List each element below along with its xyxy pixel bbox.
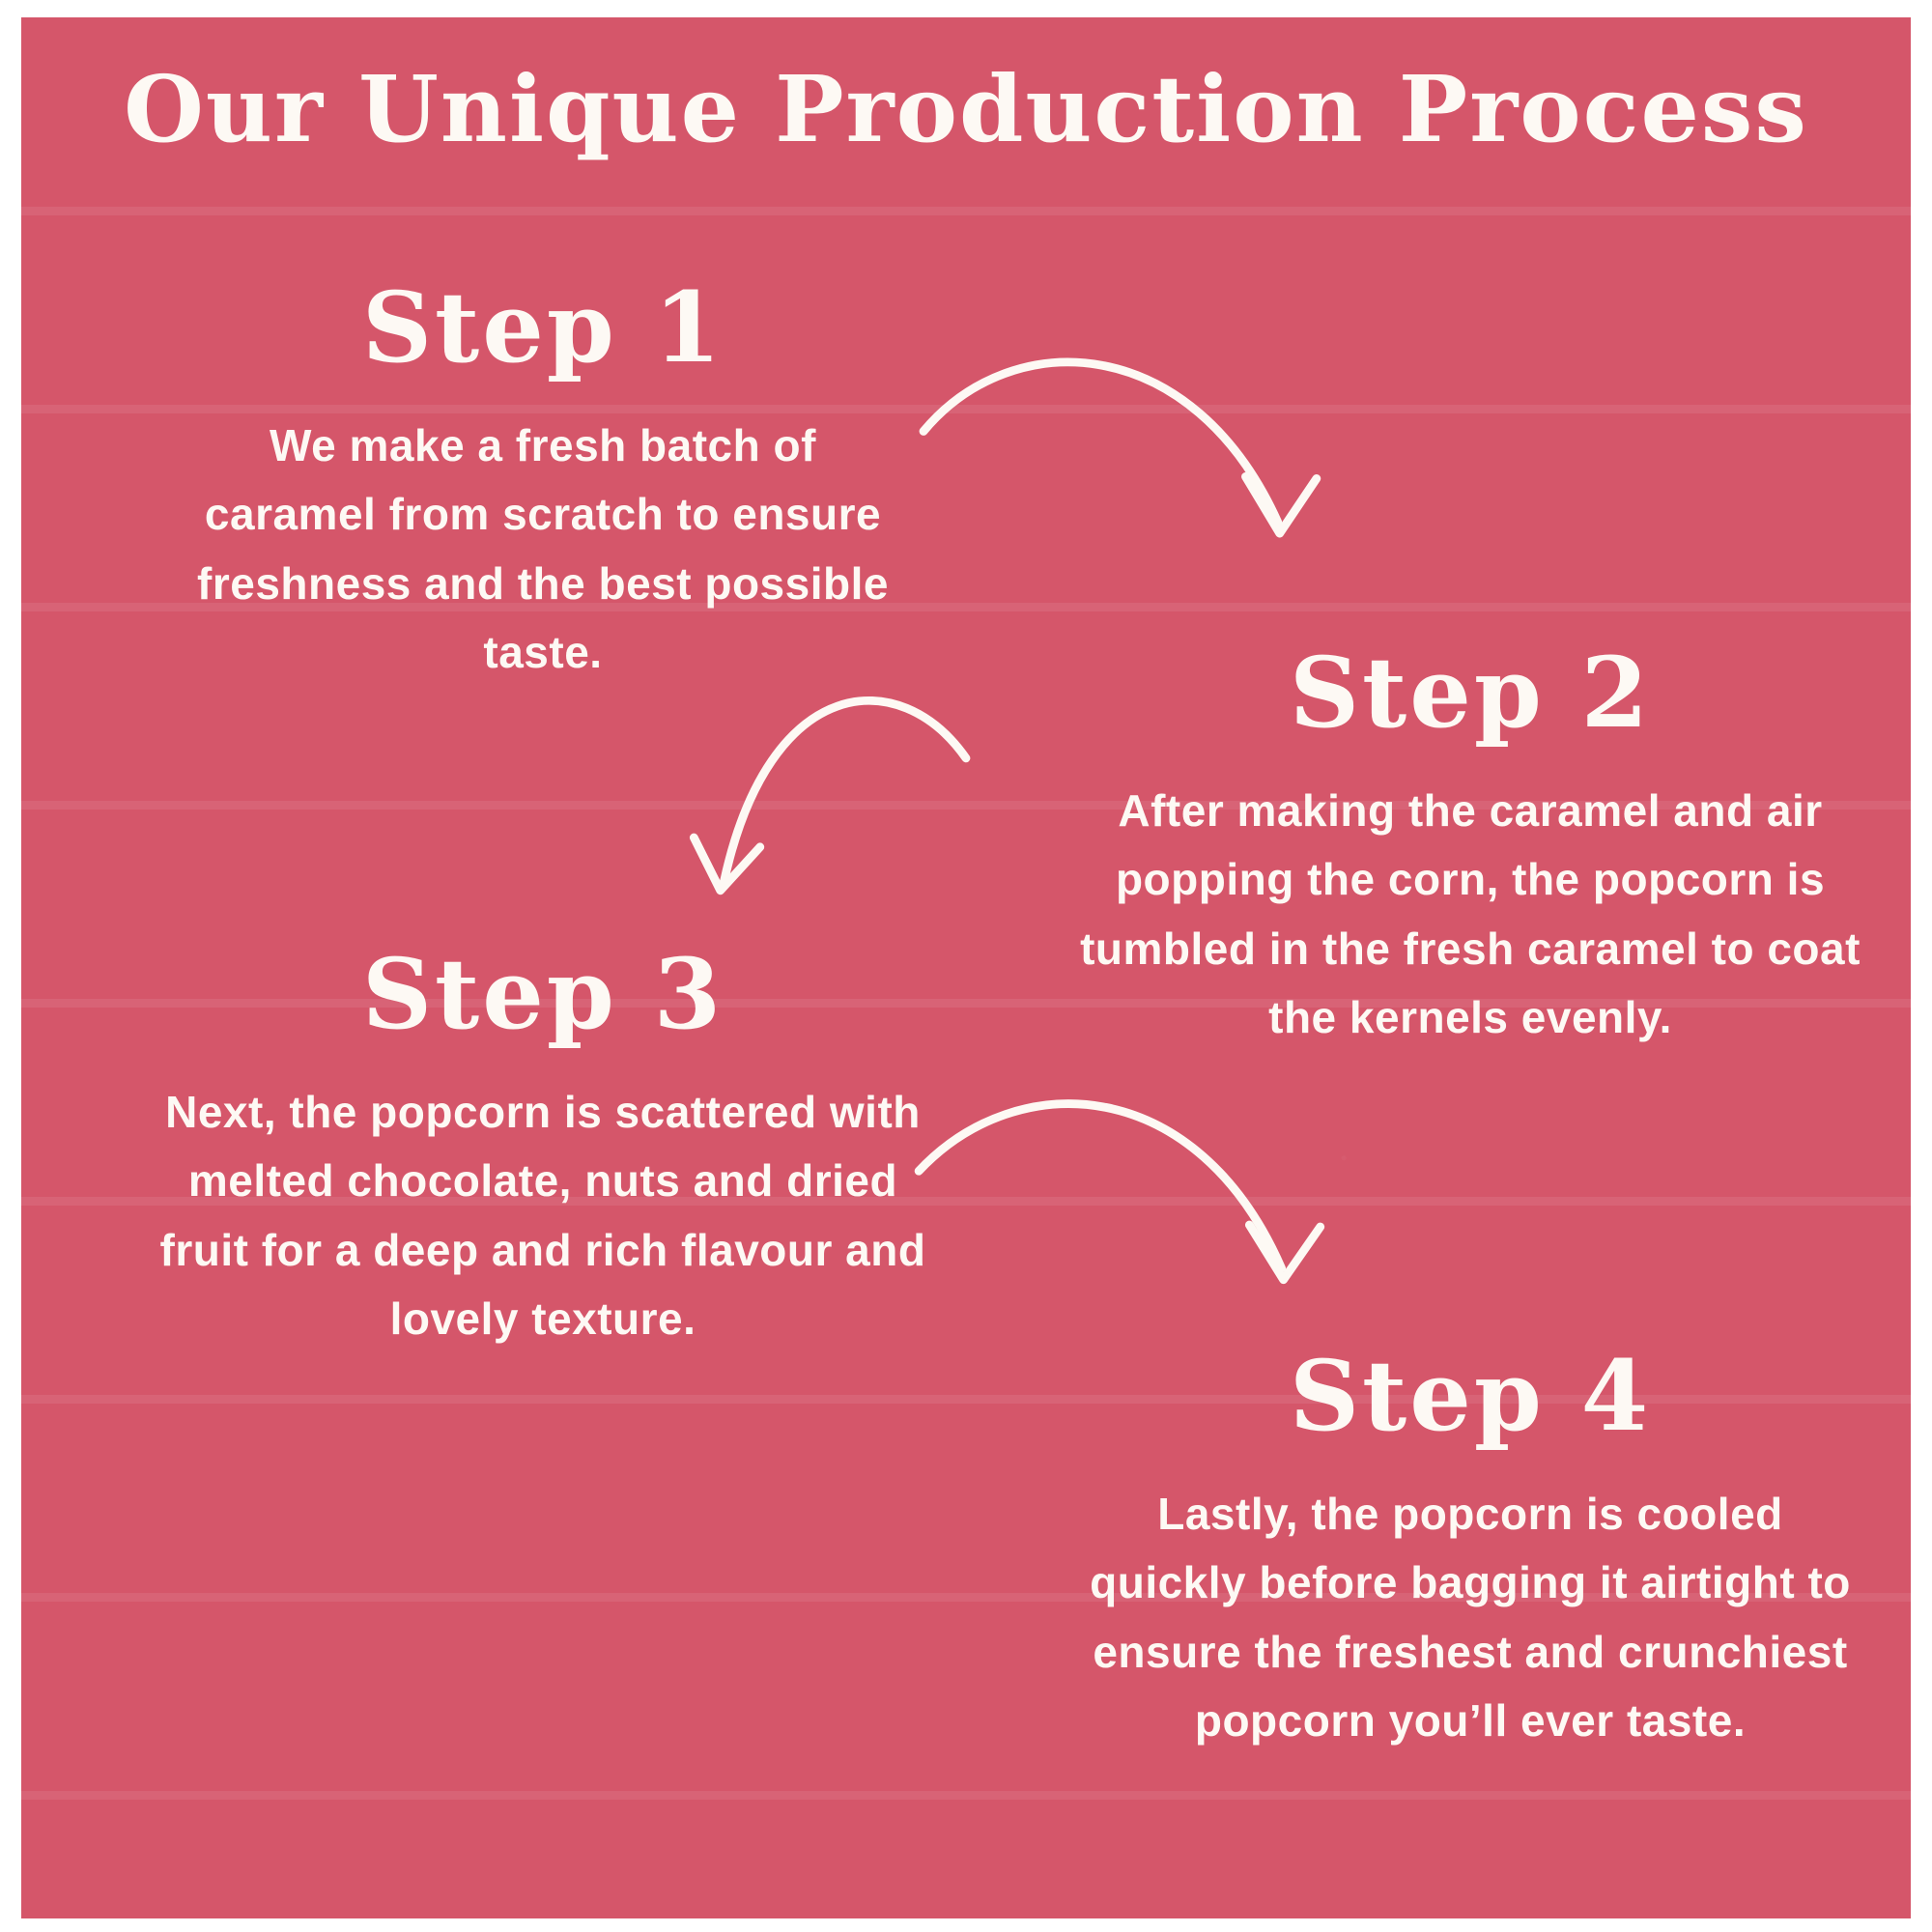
step-3: Step 3 Next, the popcorn is scattered wi… bbox=[103, 937, 982, 1353]
arrow-step2-to-step3-icon bbox=[689, 696, 971, 895]
page-title: Our Unique Production Process bbox=[124, 56, 1808, 163]
step-2: Step 2 After making the caramel and air … bbox=[1021, 636, 1911, 1052]
step-1-body: We make a fresh batch of caramel from sc… bbox=[197, 420, 889, 677]
step-4-heading: Step 4 bbox=[1289, 1339, 1652, 1453]
step-3-heading: Step 3 bbox=[361, 937, 724, 1051]
step-3-body: Next, the popcorn is scattered with melt… bbox=[159, 1087, 926, 1344]
step-1: Step 1 We make a fresh batch of caramel … bbox=[103, 270, 982, 687]
step-2-heading: Step 2 bbox=[1289, 636, 1652, 750]
arrow-step1-to-step2-icon bbox=[919, 357, 1321, 538]
step-1-heading: Step 1 bbox=[361, 270, 724, 384]
step-4-body: Lastly, the popcorn is cooled quickly be… bbox=[1090, 1489, 1851, 1746]
step-2-body: After making the caramel and air popping… bbox=[1080, 785, 1861, 1042]
production-process-poster: Our Unique Production Process Step 1 We … bbox=[21, 17, 1911, 1918]
step-4: Step 4 Lastly, the popcorn is cooled qui… bbox=[1021, 1339, 1911, 1755]
